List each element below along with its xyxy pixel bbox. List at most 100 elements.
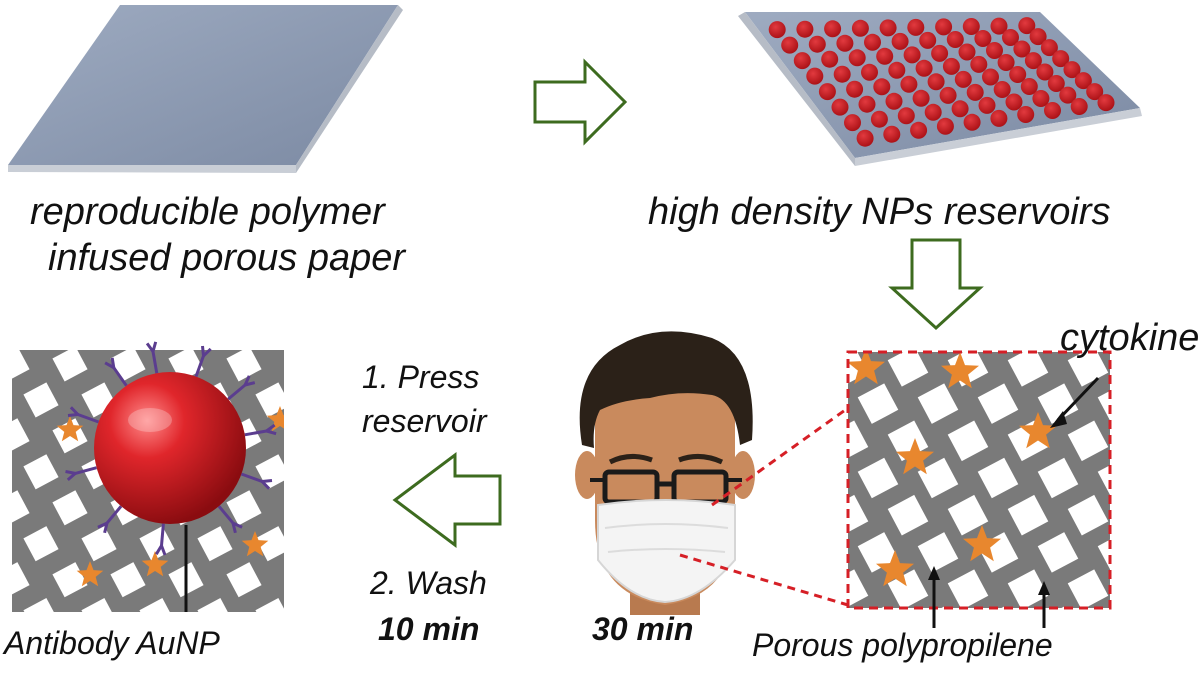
nanoparticle-dot <box>912 89 930 107</box>
nanoparticle-dot <box>883 125 901 143</box>
antibody-ligands <box>65 341 277 556</box>
nanoparticle-dot <box>858 95 876 113</box>
membrane-pore <box>1128 421 1169 462</box>
nanoparticle-dot <box>1002 29 1019 46</box>
nanoparticle-dot <box>885 92 903 110</box>
antibody-y-icon <box>217 505 243 534</box>
nanoparticle-dot <box>873 78 891 96</box>
nanoparticle-dot <box>793 52 811 70</box>
cytokine-star <box>241 531 269 557</box>
membrane-pore <box>1067 352 1109 387</box>
membrane-pore <box>284 562 319 597</box>
antibody-y-icon <box>155 523 167 556</box>
membrane-pore <box>798 383 839 424</box>
nanoparticle-sheet <box>738 12 1142 166</box>
antibody-y-icon <box>244 423 277 437</box>
nanoparticle-dot <box>844 114 861 132</box>
nanoparticle-dot <box>935 18 953 36</box>
step1-label-line2: reservoir <box>362 403 487 439</box>
nanoparticle-dot <box>939 86 957 104</box>
membrane-pore <box>12 350 30 382</box>
membrane-pore <box>887 352 929 387</box>
nanoparticle-dot <box>824 20 842 38</box>
nanoparticle-dot <box>768 21 786 39</box>
membrane-pore <box>284 490 319 525</box>
mask-time-label: 30 min <box>592 611 694 647</box>
step1-label-line1: 1. Press <box>362 359 480 395</box>
membrane-pore <box>255 382 284 418</box>
membrane-pore <box>139 526 175 562</box>
cytokine-star <box>1019 412 1057 449</box>
membrane-pore <box>768 272 809 313</box>
membrane-pore <box>197 598 233 612</box>
membrane-pore <box>1067 494 1109 536</box>
membrane-pore <box>0 598 1 633</box>
membrane-pore <box>0 310 1 345</box>
nanoparticle-dot <box>1009 66 1027 83</box>
arrow-left-icon <box>392 452 502 548</box>
nanoparticle-dot <box>818 83 836 101</box>
nanoparticle-dot <box>806 67 824 85</box>
membrane-pore <box>23 526 59 562</box>
membrane-pore <box>768 495 809 536</box>
membrane-pore <box>81 526 117 562</box>
membrane-pore <box>857 457 899 499</box>
nanoparticle-dot <box>951 100 969 118</box>
membrane-pore <box>81 598 117 612</box>
membrane-pore <box>858 309 899 350</box>
membrane-pore <box>768 569 809 610</box>
nanoparticle-dot <box>796 20 814 38</box>
nanoparticle-dot <box>931 44 949 62</box>
membrane-pore <box>977 383 1019 424</box>
membrane-pore <box>887 494 929 536</box>
nanoparticle-dot <box>900 75 918 93</box>
membrane-pore <box>226 490 262 526</box>
nanoparticle-dot <box>1063 61 1081 79</box>
nanoparticle-dot <box>919 31 937 49</box>
membrane-pore <box>768 346 809 387</box>
antibody-y-icon <box>97 505 123 534</box>
cytokine-label: cytokine <box>1060 317 1200 359</box>
nanoparticle-dot <box>808 35 826 53</box>
membrane-pore <box>284 634 319 669</box>
membrane-pore <box>848 494 869 536</box>
membrane-pore <box>857 532 899 573</box>
nanoparticle-dot <box>958 43 976 61</box>
membrane-pore <box>23 310 58 345</box>
cytokine-stars-right <box>848 352 1057 587</box>
nanoparticle-dot <box>864 33 881 51</box>
membrane-pore <box>226 350 262 382</box>
cytokine-star <box>876 550 914 587</box>
nanoparticle-dot <box>897 107 915 125</box>
porous-label: Porous polypropilene <box>752 627 1053 663</box>
nanoparticle-dot <box>982 68 999 86</box>
membrane-pore <box>52 490 88 526</box>
membrane-pore <box>23 598 59 612</box>
nanoparticle-dot <box>888 61 906 79</box>
nanoparticle-dot <box>891 32 909 50</box>
antibody-aunp-membrane <box>0 310 348 669</box>
membrane-pore <box>1068 272 1109 313</box>
nanoparticle-dot <box>903 46 921 64</box>
membrane-pore <box>798 458 839 499</box>
antibody-y-icon <box>65 466 97 482</box>
membrane-pore <box>978 309 1019 350</box>
nanoparticle-dot <box>1047 75 1065 92</box>
antibody-y-icon <box>67 406 100 424</box>
antibody-y-icon <box>194 345 212 378</box>
membrane-pore <box>798 309 839 350</box>
cytokine-star <box>141 551 169 577</box>
nanoparticle-dot <box>1036 63 1054 81</box>
membrane-pore <box>1008 272 1049 313</box>
nanoparticle-dot <box>1086 83 1104 101</box>
nanoparticle-dot <box>1013 40 1031 58</box>
nanoparticle-dot <box>974 30 992 47</box>
face-mask-icon <box>575 331 755 615</box>
membrane-pore <box>1128 272 1169 313</box>
antibody-y-icon <box>104 357 128 387</box>
nanoparticle-dot <box>836 34 854 52</box>
membrane-pore <box>255 310 290 345</box>
membrane-pore <box>313 382 348 417</box>
